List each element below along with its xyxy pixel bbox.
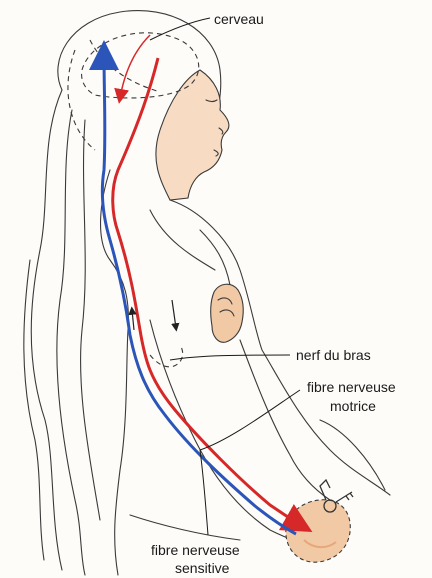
brain-red-arrow xyxy=(120,35,150,98)
leader-arm-nerve xyxy=(170,355,290,360)
label-motor-fiber-1: fibre nerveuse xyxy=(307,379,396,395)
chest-hand xyxy=(211,284,244,342)
label-arm-nerve: nerf du bras xyxy=(296,347,371,363)
label-sensory-fiber-2: sensitive xyxy=(175,560,230,576)
up-arrow xyxy=(132,310,134,330)
down-arrow xyxy=(172,300,176,328)
label-brain: cerveau xyxy=(214,11,264,27)
label-motor-fiber-2: motrice xyxy=(330,398,376,414)
leader-brain xyxy=(150,18,210,40)
leader-motor-fiber xyxy=(200,390,300,450)
label-sensory-fiber-1: fibre nerveuse xyxy=(151,542,240,558)
